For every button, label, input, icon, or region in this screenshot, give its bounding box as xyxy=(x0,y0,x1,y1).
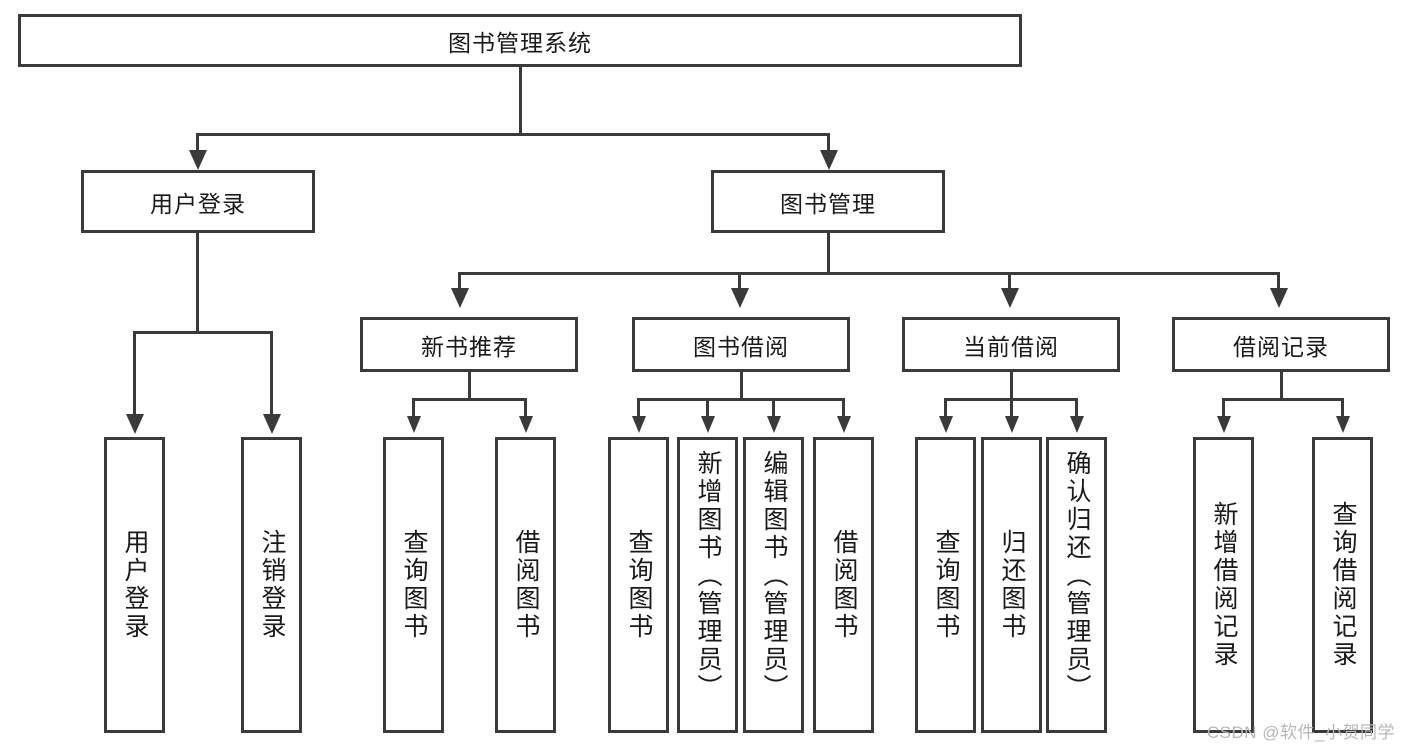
arrow-cb-leaf-1 xyxy=(939,416,953,433)
node-label: 新增借阅记录 xyxy=(1210,501,1238,669)
connector-cb-drop-3 xyxy=(1075,398,1078,420)
arrow-cb-leaf-2 xyxy=(1005,416,1019,433)
connector-user-login-drop-2 xyxy=(270,331,273,419)
connector-br-drop-2 xyxy=(1341,398,1344,420)
arrow-bm-to-borrow-record xyxy=(1270,288,1288,308)
csdn-watermark: CSDN @软件_小贺同学 xyxy=(1206,723,1395,742)
connector-nbr-distributor xyxy=(412,398,527,401)
node-label: 查询图书 xyxy=(932,529,960,641)
arrow-bb-leaf-1 xyxy=(632,416,646,433)
arrow-root-to-user-login xyxy=(189,150,207,170)
connector-cb-drop-2 xyxy=(1010,398,1013,420)
node-label: 新书推荐 xyxy=(421,333,517,360)
leaf-new-book-recommend-2[interactable]: 借阅图书 xyxy=(495,437,556,733)
connector-nbr-drop-2 xyxy=(524,398,527,420)
connector-bm-drop-4 xyxy=(1277,272,1280,292)
leaf-current-borrow-3[interactable]: 确认归还（管理员） xyxy=(1046,437,1107,733)
node-new-book-recommend[interactable]: 新书推荐 xyxy=(360,317,578,372)
node-label: 确认归还（管理员） xyxy=(1063,450,1091,702)
arrow-bb-leaf-4 xyxy=(837,416,851,433)
connector-root-stem xyxy=(519,67,522,135)
connector-root-to-book-management xyxy=(827,133,830,155)
node-label: 图书借阅 xyxy=(693,333,789,360)
connector-cb-drop-1 xyxy=(944,398,947,420)
connector-cb-stem xyxy=(1010,372,1013,400)
node-label: 注销登录 xyxy=(258,529,286,641)
arrow-bm-to-current-borrow xyxy=(1001,288,1019,308)
leaf-user-login-1[interactable]: 用户登录 xyxy=(104,437,165,733)
node-book-borrow[interactable]: 图书借阅 xyxy=(632,317,850,372)
connector-bb-stem xyxy=(740,372,743,400)
arrow-nbr-leaf-1 xyxy=(407,416,421,433)
arrow-cb-leaf-3 xyxy=(1070,416,1084,433)
node-label: 图书管理 xyxy=(780,190,876,217)
arrow-bb-leaf-3 xyxy=(767,416,781,433)
connector-bb-drop-2 xyxy=(706,398,709,420)
node-user-login[interactable]: 用户登录 xyxy=(81,170,315,233)
node-borrow-record[interactable]: 借阅记录 xyxy=(1172,317,1390,372)
leaf-book-borrow-4[interactable]: 借阅图书 xyxy=(813,437,874,733)
node-label: 借阅图书 xyxy=(512,529,540,641)
connector-bm-drop-2 xyxy=(738,272,741,292)
connector-bm-drop-3 xyxy=(1008,272,1011,292)
arrow-bm-to-new-book-recommend xyxy=(451,288,469,308)
connector-root-to-user-login xyxy=(196,133,199,155)
node-label: 查询借阅记录 xyxy=(1329,501,1357,669)
arrow-bm-to-book-borrow xyxy=(731,288,749,308)
leaf-new-book-recommend-1[interactable]: 查询图书 xyxy=(383,437,444,733)
arrow-root-to-book-management xyxy=(820,150,838,170)
node-label: 借阅图书 xyxy=(830,529,858,641)
connector-br-distributor xyxy=(1222,398,1344,401)
connector-book-management-stem xyxy=(827,233,830,275)
arrow-br-leaf-2 xyxy=(1336,416,1350,433)
leaf-book-borrow-2[interactable]: 新增图书（管理员） xyxy=(677,437,738,733)
connector-user-login-distributor xyxy=(133,331,273,334)
leaf-borrow-record-1[interactable]: 新增借阅记录 xyxy=(1193,437,1254,733)
leaf-current-borrow-2[interactable]: 归还图书 xyxy=(981,437,1042,733)
node-label: 用户登录 xyxy=(150,190,246,217)
node-current-borrow[interactable]: 当前借阅 xyxy=(902,317,1120,372)
connector-bb-drop-4 xyxy=(842,398,845,420)
connector-br-stem xyxy=(1280,372,1283,400)
connector-bb-drop-3 xyxy=(772,398,775,420)
node-label: 当前借阅 xyxy=(963,333,1059,360)
node-label: 查询图书 xyxy=(400,529,428,641)
node-label: 新增图书（管理员） xyxy=(694,450,722,702)
arrow-nbr-leaf-2 xyxy=(519,416,533,433)
node-label: 借阅记录 xyxy=(1233,333,1329,360)
node-root-book-management-system[interactable]: 图书管理系统 xyxy=(18,14,1022,67)
arrow-user-login-leaf-2 xyxy=(263,414,281,434)
connector-book-management-distributor xyxy=(458,272,1280,275)
leaf-borrow-record-2[interactable]: 查询借阅记录 xyxy=(1312,437,1373,733)
node-label: 编辑图书（管理员） xyxy=(760,450,788,702)
leaf-book-borrow-3[interactable]: 编辑图书（管理员） xyxy=(743,437,804,733)
leaf-current-borrow-1[interactable]: 查询图书 xyxy=(915,437,976,733)
connector-nbr-stem xyxy=(468,372,471,400)
arrow-bb-leaf-2 xyxy=(701,416,715,433)
node-label: 图书管理系统 xyxy=(448,29,592,56)
connector-user-login-drop-1 xyxy=(133,331,136,419)
leaf-user-login-2[interactable]: 注销登录 xyxy=(241,437,302,733)
node-book-management[interactable]: 图书管理 xyxy=(711,170,945,233)
arrow-user-login-leaf-1 xyxy=(126,414,144,434)
node-label: 用户登录 xyxy=(121,529,149,641)
node-label: 归还图书 xyxy=(998,529,1026,641)
arrow-br-leaf-1 xyxy=(1217,416,1231,433)
connector-root-distributor xyxy=(196,133,830,136)
connector-bb-distributor xyxy=(637,398,845,401)
leaf-book-borrow-1[interactable]: 查询图书 xyxy=(608,437,669,733)
connector-nbr-drop-1 xyxy=(412,398,415,420)
connector-user-login-stem xyxy=(196,233,199,333)
connector-bm-drop-1 xyxy=(458,272,461,292)
node-label: 查询图书 xyxy=(625,529,653,641)
connector-br-drop-1 xyxy=(1222,398,1225,420)
connector-bb-drop-1 xyxy=(637,398,640,420)
